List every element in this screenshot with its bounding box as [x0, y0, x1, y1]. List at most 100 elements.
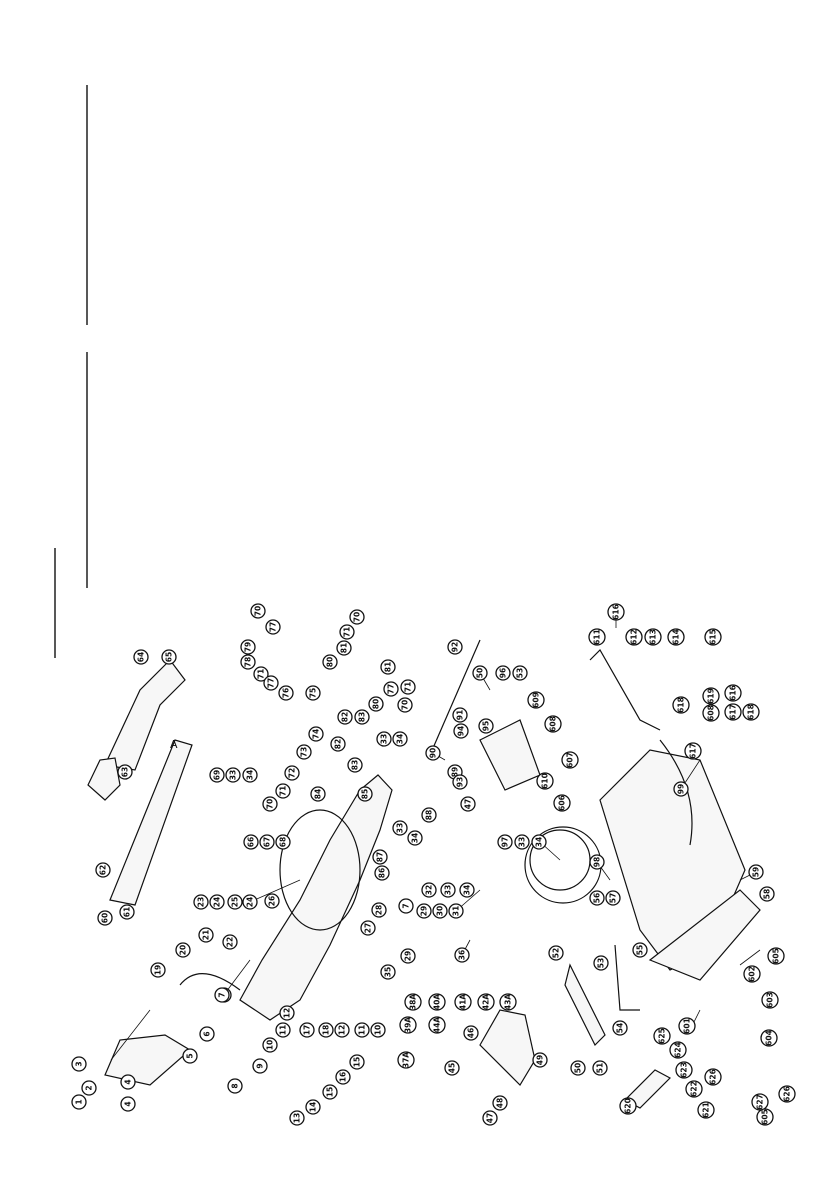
callout-circle — [512, 665, 528, 681]
callout-circle — [349, 609, 365, 625]
callout-number: 77 — [387, 684, 396, 694]
callout-circle — [360, 920, 376, 936]
callout-circle — [371, 902, 387, 918]
callout-number: 25 — [231, 897, 240, 907]
callout-608: 608 — [544, 715, 562, 733]
callout-93: 93 — [452, 774, 468, 790]
callout-45: 45 — [444, 1060, 460, 1076]
callout-circle — [760, 1029, 778, 1047]
callout-number: 9 — [256, 1063, 265, 1068]
callout-circle — [588, 628, 606, 646]
callout-circle — [227, 1078, 243, 1094]
callout-number: 609 — [532, 692, 541, 708]
callout-34: 34 — [392, 731, 408, 747]
callout-number: 626 — [783, 1086, 792, 1102]
long-rod — [429, 639, 481, 756]
callout-number: 31 — [452, 906, 461, 916]
callout-circle — [447, 639, 463, 655]
callout-circle — [697, 1101, 715, 1119]
callout-63: 63 — [117, 764, 133, 780]
callout-number: 18 — [322, 1025, 331, 1035]
callout-98: 98 — [589, 854, 605, 870]
callout-6: 6 — [199, 1026, 215, 1042]
callout-number: 626 — [709, 1069, 718, 1085]
callout-number: 79 — [244, 642, 253, 652]
callout-80: 80 — [322, 654, 338, 670]
callout-33: 33 — [225, 767, 241, 783]
callout-number: 70 — [266, 799, 275, 809]
callout-number: 22 — [226, 937, 235, 947]
callout-73: 73 — [296, 744, 312, 760]
callout-602: 602 — [743, 965, 761, 983]
callout-604: 604 — [760, 1029, 778, 1047]
callout-number: 46 — [467, 1028, 476, 1038]
callout-number: 33 — [229, 770, 238, 780]
callout-number: 77 — [267, 678, 276, 688]
callout-number: 58 — [763, 889, 772, 899]
callout-47: 47 — [482, 1110, 498, 1126]
callout-617: 617 — [724, 703, 742, 721]
callout-number: 19 — [154, 965, 163, 975]
callout-70: 70 — [262, 796, 278, 812]
callout-circle — [460, 796, 476, 812]
callout-number: 61 — [123, 907, 132, 917]
callout-circle — [275, 783, 291, 799]
callout-number: 71 — [279, 786, 288, 796]
callout-34: 34 — [531, 834, 547, 850]
callout-number: 24 — [213, 897, 222, 907]
callout-number: 64 — [137, 652, 146, 662]
callout-59: 59 — [748, 864, 764, 880]
callout-number: 35 — [384, 967, 393, 977]
callout-number: 24 — [246, 897, 255, 907]
callout-number: 618 — [677, 697, 686, 713]
callout-circle — [296, 744, 312, 760]
callout-circle — [398, 898, 414, 914]
callout-circle — [243, 834, 259, 850]
callout-circle — [748, 864, 764, 880]
callout-circle — [570, 1060, 586, 1076]
callout-circle — [264, 893, 280, 909]
callout-number: 45 — [448, 1063, 457, 1073]
callout-circle — [120, 1074, 136, 1090]
callout-circle — [119, 904, 135, 920]
callout-92: 92 — [447, 639, 463, 655]
callout-number: 1 — [75, 1099, 84, 1104]
callout-number: 83 — [351, 760, 360, 770]
callout-10: 10 — [262, 1037, 278, 1053]
callout-circle — [767, 947, 785, 965]
callout-34: 34 — [407, 830, 423, 846]
callout-circle — [225, 767, 241, 783]
callout-circle — [428, 993, 446, 1011]
callout-621: 621 — [697, 1101, 715, 1119]
callout-number: 622 — [690, 1081, 699, 1097]
motor-housing — [279, 809, 361, 931]
callout-number: 34 — [396, 734, 405, 744]
callout-circle — [495, 665, 511, 681]
callout-14: 14 — [305, 1099, 321, 1115]
callout-circle — [347, 757, 363, 773]
callout-circle — [240, 639, 256, 655]
callout-circle — [334, 1022, 350, 1038]
callout-number: 621 — [702, 1102, 711, 1118]
callout-68: 68 — [275, 834, 291, 850]
callout-number: 41A — [459, 994, 468, 1010]
callout-79: 79 — [240, 639, 256, 655]
callout-35: 35 — [380, 964, 396, 980]
callout-67: 67 — [259, 834, 275, 850]
callout-605: 605 — [767, 947, 785, 965]
callout-circle — [263, 675, 279, 691]
callout-circle — [349, 1054, 365, 1070]
callout-number: 617 — [689, 743, 698, 759]
callout-70: 70 — [349, 609, 365, 625]
callout-number: 33 — [444, 885, 453, 895]
callout-circle — [161, 649, 177, 665]
callout-circle — [335, 1069, 351, 1085]
callout-circle — [625, 628, 643, 646]
callout-circle — [392, 731, 408, 747]
callout-circle — [702, 704, 720, 722]
callout-number: 81 — [384, 662, 393, 672]
callout-number: 607 — [566, 752, 575, 768]
callout-circle — [453, 723, 469, 739]
callout-622: 622 — [685, 1080, 703, 1098]
callout-619: 619 — [702, 687, 720, 705]
